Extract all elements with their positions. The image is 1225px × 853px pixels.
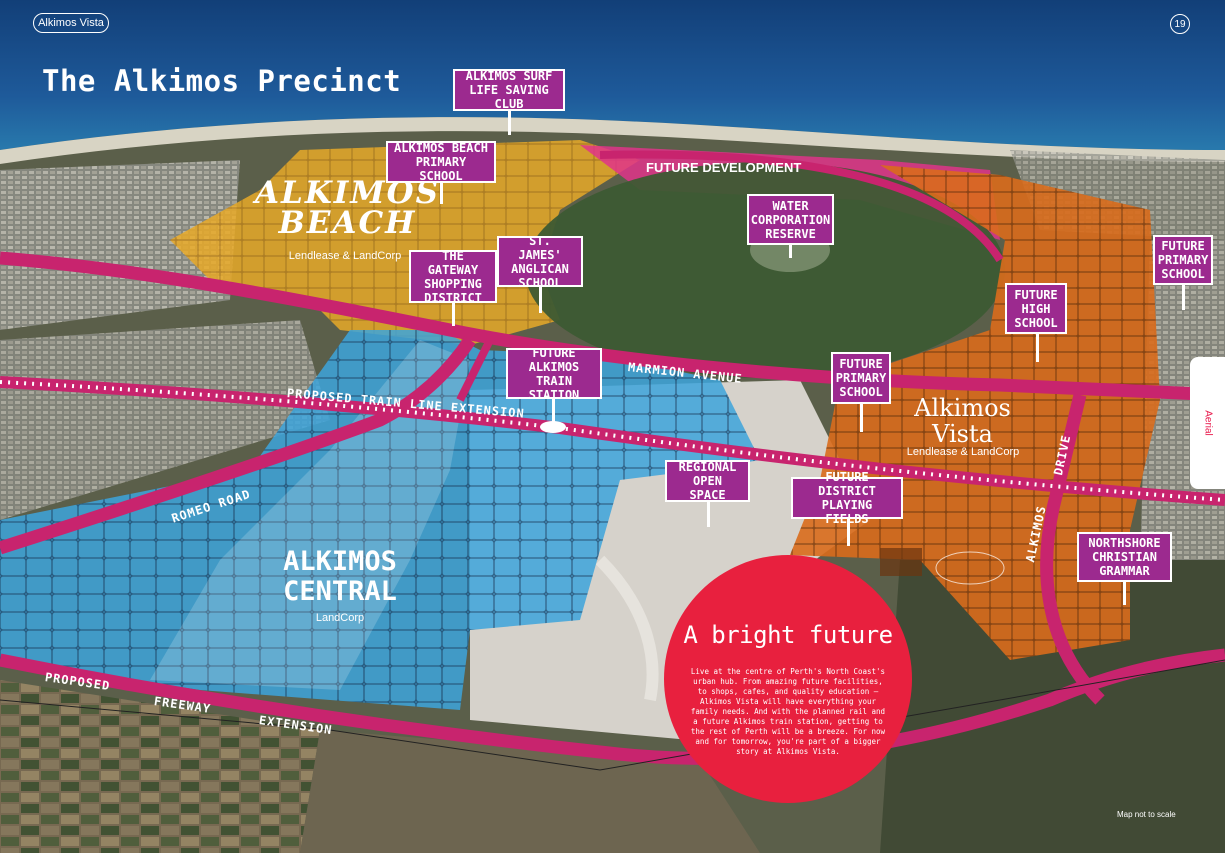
future-high-pointer [1036, 332, 1039, 362]
map-scale-note: Map not to scale [1117, 810, 1176, 819]
bright-future-heading: A bright future [683, 621, 893, 649]
regional-open-space-pointer [707, 500, 710, 527]
future-primary-vista-pointer [860, 402, 863, 432]
callout-water-corporation[interactable]: WATER CORPORATION RESERVE [747, 194, 834, 245]
alkimos-central-developer: LandCorp [315, 612, 365, 624]
callout-playing-fields[interactable]: FUTURE DISTRICT PLAYING FIELDS [791, 470, 903, 526]
alkimos-central-label: ALKIMOS CENTRAL [283, 546, 397, 607]
future-development-label: FUTURE DEVELOPMENT [646, 160, 802, 175]
water-corp-pointer [789, 243, 792, 258]
callout-st-james[interactable]: ST. JAMES' ANGLICAN SCHOOL [497, 234, 583, 290]
page-number: 19 [1170, 14, 1190, 34]
bright-future-body: Live at the centre of Perth's North Coas… [690, 667, 886, 756]
future-primary-east-pointer [1182, 283, 1185, 310]
alkimos-vista-label: Alkimos Vista [914, 394, 1011, 448]
train-station-pointer [552, 398, 555, 423]
tab-aerial-label: Aerial [1202, 410, 1214, 436]
callout-train-station[interactable]: FUTURE ALKIMOS TRAIN STATION [506, 346, 602, 402]
alkimos-beach-logo: ALKIMOS BEACH [255, 175, 440, 241]
alkimos-beach-developer: Lendlease & LandCorp [288, 250, 402, 262]
callout-northshore[interactable]: NORTHSHORE CHRISTIAN GRAMMAR [1077, 532, 1172, 582]
bright-future-panel: A bright future Live at the centre of Pe… [664, 555, 912, 803]
callout-gateway-shopping[interactable]: THE GATEWAY SHOPPING DISTRICT [409, 249, 497, 305]
callout-regional-open-space[interactable]: REGIONAL OPEN SPACE [665, 460, 750, 502]
callout-future-high[interactable]: FUTURE HIGH SCHOOL [1005, 283, 1067, 334]
brand-badge: Alkimos Vista [33, 13, 109, 33]
gateway-pointer [452, 301, 455, 326]
st-james-pointer [539, 285, 542, 313]
callout-beach-primary[interactable]: ALKIMOS BEACH PRIMARY SCHOOL [386, 141, 496, 183]
callout-surf-club[interactable]: ALKIMOS SURF LIFE SAVING CLUB [453, 69, 565, 111]
callout-future-primary-vista[interactable]: FUTURE PRIMARY SCHOOL [831, 352, 891, 404]
beach-primary-pointer [440, 182, 443, 204]
page-title: The Alkimos Precinct [42, 64, 402, 98]
alkimos-vista-developer: Lendlease & LandCorp [906, 446, 1020, 458]
playing-fields-pointer [847, 518, 850, 546]
callout-future-primary-east[interactable]: FUTURE PRIMARY SCHOOL [1153, 235, 1213, 285]
tab-aerial[interactable]: Aerial [1190, 357, 1225, 489]
surf-club-pointer [508, 110, 511, 135]
northshore-pointer [1123, 580, 1126, 605]
